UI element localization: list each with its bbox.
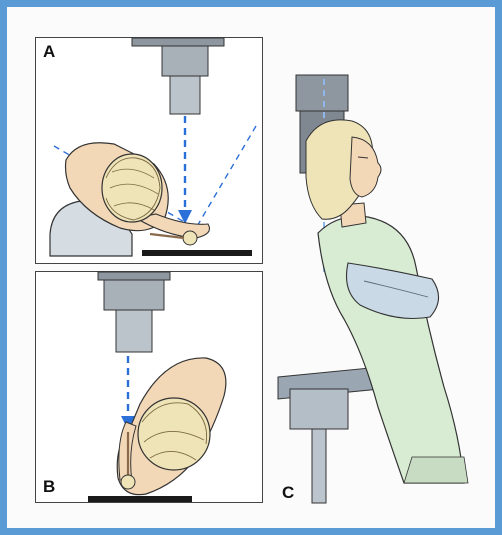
- panel-a: A: [35, 37, 263, 264]
- stand-column: [290, 389, 348, 429]
- panel-c-illustration: [268, 37, 494, 503]
- face: [350, 137, 381, 197]
- patient-head: [138, 398, 210, 470]
- stand-pole: [312, 429, 326, 503]
- humeral-head: [121, 475, 135, 489]
- legs: [404, 457, 468, 483]
- panel-c: C: [268, 37, 494, 503]
- image-receptor: [142, 250, 252, 256]
- panel-a-illustration: [36, 38, 264, 265]
- hospital-gown: [318, 216, 464, 483]
- xray-tube-icon: [132, 38, 224, 114]
- humeral-head: [183, 231, 197, 245]
- image-receptor: [88, 496, 192, 502]
- panel-b: B: [35, 271, 263, 503]
- angle-reference-line: [196, 126, 256, 228]
- patient-head: [102, 154, 162, 222]
- panel-b-illustration: [36, 272, 264, 504]
- xray-tube-icon: [98, 272, 170, 352]
